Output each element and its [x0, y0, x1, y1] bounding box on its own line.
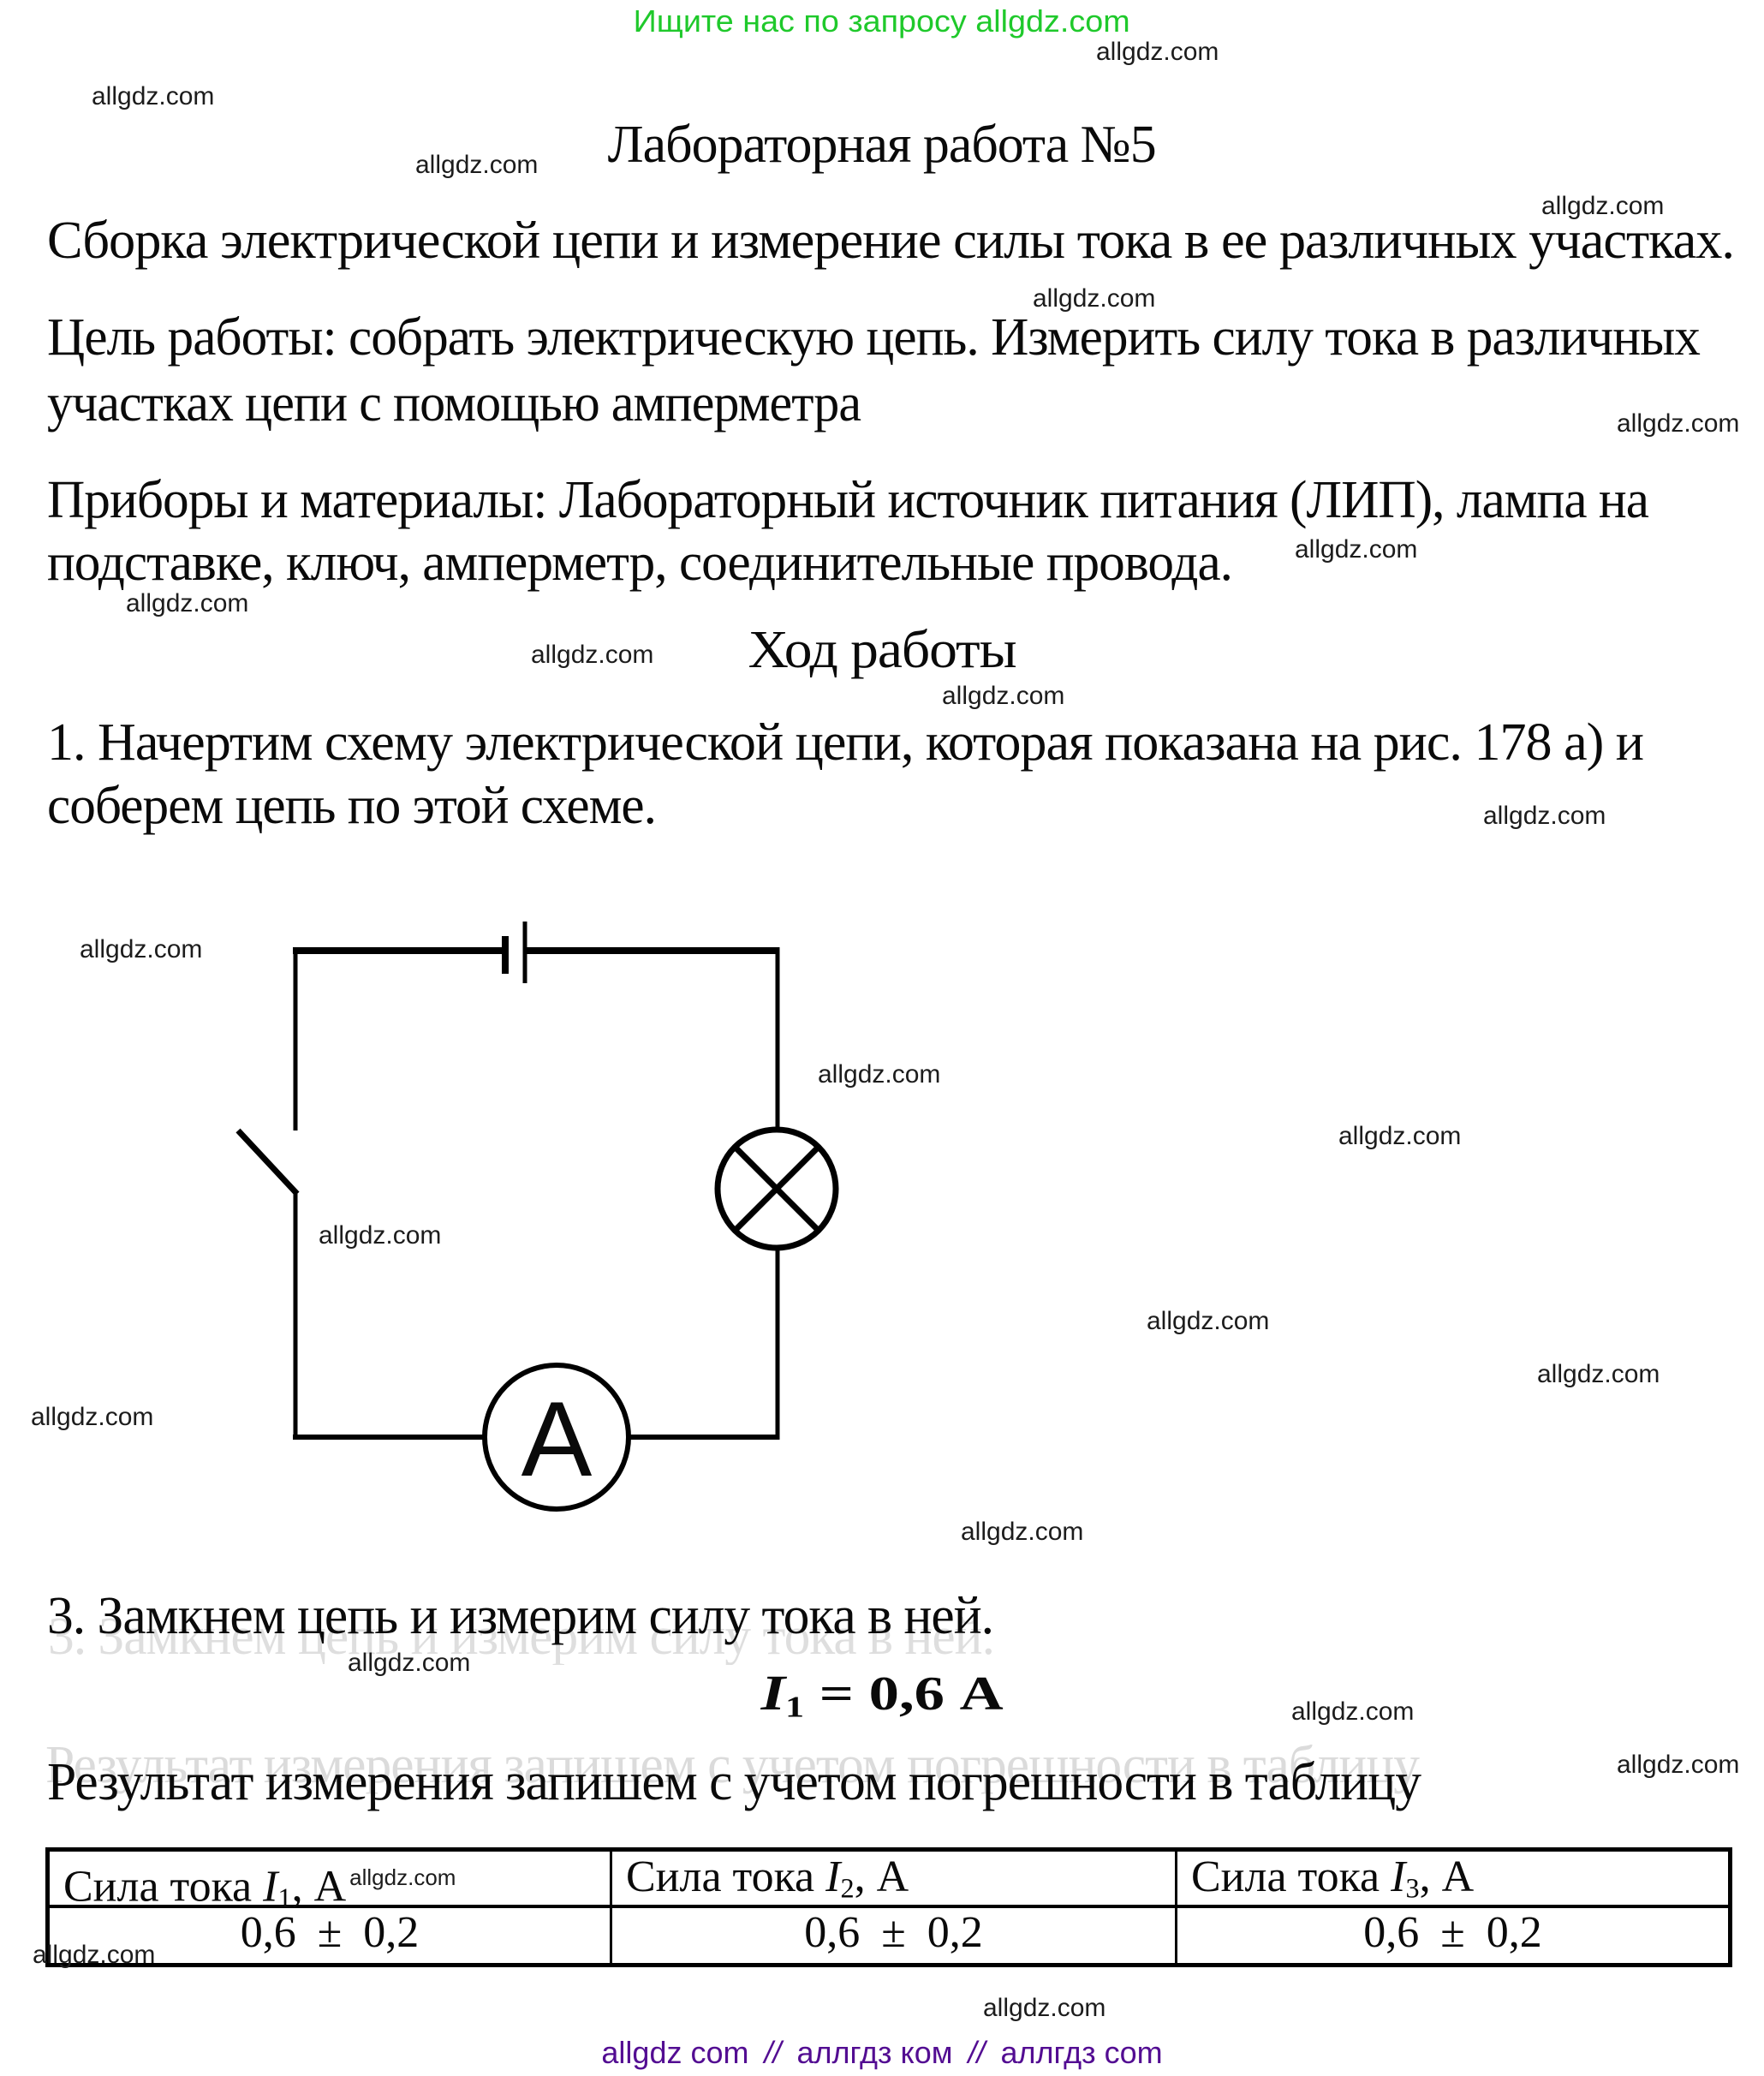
watermark: allgdz.com — [349, 1864, 456, 1890]
step1-line-1: 1. Начертим схему электрической цепи, ко… — [47, 713, 1644, 772]
watermark: allgdz.com — [942, 682, 1065, 710]
materials-line-1: Приборы и материалы: Лабораторный источн… — [47, 471, 1649, 529]
footer-part-2: аллгдз ком — [796, 2035, 953, 2070]
table-header-i3: Сила тока I3, А — [1177, 1852, 1728, 1908]
formula-rest: = 0,6 А — [803, 1667, 1004, 1721]
table-value-i2: 0,6 ± 0,2 — [612, 1908, 1177, 1963]
footer-separator: // — [968, 2035, 986, 2070]
watermark: allgdz.com — [33, 1941, 156, 1969]
footer-part-1: allgdz com — [601, 2035, 749, 2070]
step1-line-2: соберем цепь по этой схеме. — [47, 777, 657, 835]
site-footer: allgdz com // аллгдз ком // аллгдз com — [0, 2035, 1764, 2071]
watermark: allgdz.com — [1338, 1122, 1462, 1150]
battery-icon — [502, 922, 527, 983]
watermark: allgdz.com — [1617, 409, 1740, 438]
watermark: allgdz.com — [1617, 1751, 1740, 1779]
formula-wrap: I1 = 0,6 А — [0, 1665, 1764, 1724]
watermark: allgdz.com — [1147, 1307, 1270, 1335]
watermark: allgdz.com — [1537, 1360, 1660, 1388]
watermark: allgdz.com — [818, 1060, 941, 1089]
formula-symbol: I — [760, 1665, 785, 1721]
page-title-wrap: Лабораторная работа №5 — [0, 116, 1764, 175]
watermark: allgdz.com — [1541, 192, 1665, 220]
table-value-i1: 0,6 ± 0,2 — [50, 1908, 612, 1963]
current-formula: I1 = 0,6 А — [760, 1665, 1004, 1724]
promo-header-text: Ищите нас по запросу allgdz.com — [634, 3, 1130, 39]
page-title: Лабораторная работа №5 — [607, 116, 1157, 174]
subtitle: Сборка электрической цепи и измерение си… — [47, 212, 1735, 270]
watermark: allgdz.com — [31, 1403, 154, 1431]
ammeter-label: A — [521, 1381, 593, 1499]
watermark: allgdz.com — [80, 935, 203, 963]
formula-subscript: 1 — [784, 1690, 804, 1724]
switch-icon — [235, 1128, 300, 1196]
watermark: allgdz.com — [415, 151, 539, 179]
table-value-i3: 0,6 ± 0,2 — [1363, 1908, 1542, 1957]
watermark: allgdz.com — [983, 1994, 1106, 2022]
procedure-heading-wrap: Ход работы — [0, 621, 1764, 680]
watermark: allgdz.com — [1295, 535, 1418, 564]
goal-line-2: участках цепи с помощью амперметра — [47, 374, 861, 432]
watermark: allgdz.com — [961, 1518, 1084, 1546]
watermark: allgdz.com — [1033, 284, 1156, 313]
footer-part-3: аллгдз com — [1000, 2035, 1163, 2070]
materials-line-2: подставке, ключ, амперметр, соединительн… — [47, 534, 1233, 592]
watermark: allgdz.com — [92, 82, 215, 110]
watermark: allgdz.com — [319, 1221, 442, 1250]
goal-line-1: Цель работы: собрать электрическую цепь.… — [47, 308, 1701, 367]
step3-text: 3. Замкнем цепь и измерим силу тока в не… — [47, 1587, 994, 1645]
watermark: allgdz.com — [531, 641, 654, 669]
watermark: allgdz.com — [126, 589, 249, 617]
footer-separator: // — [764, 2035, 782, 2070]
result-note: Результат измерения запишем с учетом пог… — [47, 1753, 1421, 1811]
watermark: allgdz.com — [1483, 802, 1606, 830]
ammeter-icon: A — [482, 1363, 631, 1512]
watermark: allgdz.com — [1096, 38, 1219, 66]
watermark: allgdz.com — [1291, 1697, 1415, 1726]
promo-header: Ищите нас по запросу allgdz.com — [0, 3, 1764, 39]
procedure-heading: Ход работы — [748, 621, 1017, 679]
watermark: allgdz.com — [348, 1649, 471, 1677]
lamp-icon — [714, 1126, 839, 1251]
table-header-i2: Сила тока I2, А — [612, 1852, 1177, 1908]
